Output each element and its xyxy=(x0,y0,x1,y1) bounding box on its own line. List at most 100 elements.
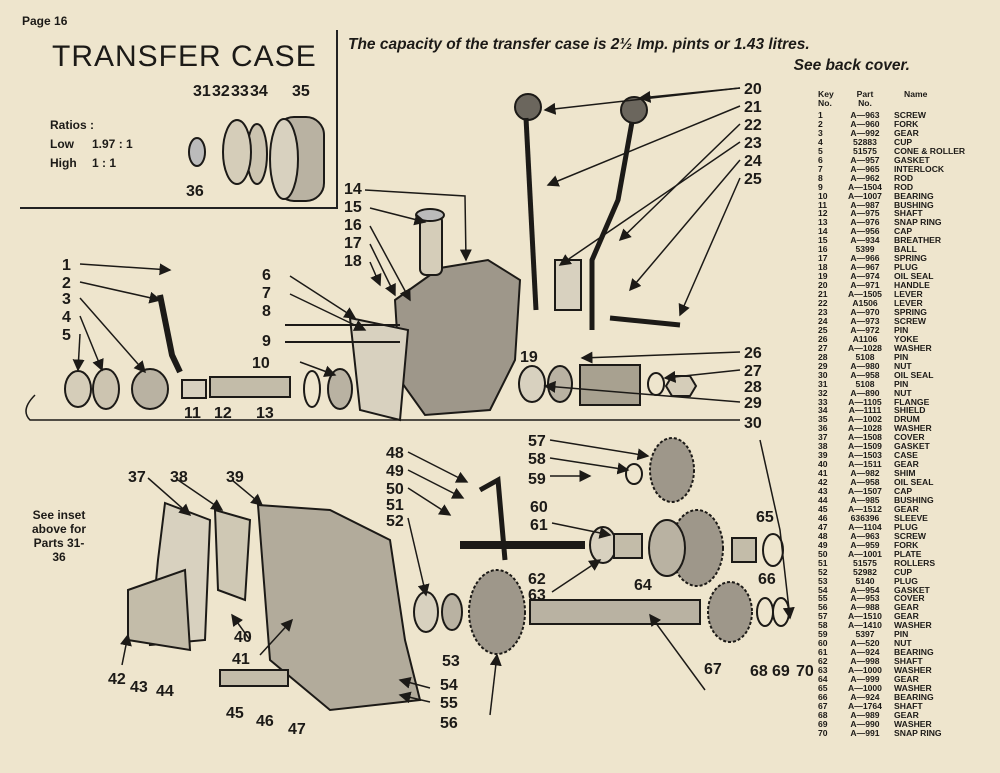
part-name: CONE & ROLLER xyxy=(894,145,966,156)
part-number: 636396 xyxy=(850,512,880,523)
part-number: A—1001 xyxy=(848,548,882,559)
part-key: 25 xyxy=(818,324,828,335)
part-name: NUT xyxy=(894,360,912,371)
part-number: A—1764 xyxy=(848,700,882,711)
callout-3: 3 xyxy=(62,291,71,308)
part-name: DRUM xyxy=(894,414,920,425)
part-number: A—972 xyxy=(850,324,880,335)
part-key: 49 xyxy=(818,539,828,550)
part-number: A—934 xyxy=(850,235,880,246)
callout-65: 65 xyxy=(756,509,774,526)
part-name: PLUG xyxy=(894,262,918,273)
part-name: SNAP RING xyxy=(894,217,942,228)
parts-header: Key No. Part No. Name xyxy=(818,90,994,108)
part-name: NUT xyxy=(894,638,912,649)
part-name: SPRING xyxy=(894,306,927,317)
part-number: A—991 xyxy=(850,727,880,738)
part-number: 51575 xyxy=(853,557,877,568)
callout-51: 51 xyxy=(386,497,404,514)
part-key: 15 xyxy=(818,235,828,246)
part-name: GEAR xyxy=(894,611,919,622)
callout-21: 21 xyxy=(744,99,762,116)
part-key: 21 xyxy=(818,289,828,300)
part-key: 28 xyxy=(818,351,828,362)
part-number: A—963 xyxy=(850,530,880,541)
part-number: A—954 xyxy=(850,584,880,595)
part-key: 7 xyxy=(818,163,823,174)
part-number: A—958 xyxy=(850,477,880,488)
part-name: SCREW xyxy=(894,315,926,326)
see-inset-note: See inset above for Parts 31-36 xyxy=(31,508,86,564)
part-key: 34 xyxy=(818,405,828,416)
part-key: 65 xyxy=(818,683,828,693)
part-name: BREATHER xyxy=(894,235,942,246)
part-name: PIN xyxy=(894,629,909,640)
part-number: A—890 xyxy=(850,387,880,398)
part-number: A—1028 xyxy=(848,342,882,353)
output-flange-row xyxy=(518,364,698,406)
part-key: 51 xyxy=(818,557,828,568)
part-number: A—985 xyxy=(850,494,880,505)
callout-57: 57 xyxy=(528,433,546,450)
part-name: OIL SEAL xyxy=(894,369,934,380)
header-key: Key No. xyxy=(818,89,834,108)
part-name: PIN xyxy=(894,378,909,389)
callout-1: 1 xyxy=(62,257,71,274)
part-key: 24 xyxy=(818,315,828,326)
part-number: A—971 xyxy=(850,280,880,291)
part-number: 5399 xyxy=(855,244,875,255)
part-name: WASHER xyxy=(894,683,932,693)
callout-63: 63 xyxy=(528,587,546,604)
part-key: 11 xyxy=(818,199,828,210)
part-name: BEARING xyxy=(894,647,934,658)
part-key: 12 xyxy=(818,208,828,219)
part-name: SLEEVE xyxy=(894,512,928,523)
part-number: A—1028 xyxy=(848,423,882,434)
callout-45: 45 xyxy=(226,705,244,722)
callout-35: 35 xyxy=(292,83,310,100)
part-number: A—990 xyxy=(850,718,880,729)
part-number: A—963 xyxy=(850,110,880,120)
callout-68: 68 xyxy=(750,663,768,680)
parts-row: 25 A—972 PIN xyxy=(818,324,994,335)
part-name: PLUG xyxy=(894,521,918,532)
part-name: ROD xyxy=(894,181,914,192)
part-key: 67 xyxy=(818,700,828,711)
callout-29: 29 xyxy=(744,395,762,412)
part-number: A—974 xyxy=(850,271,880,282)
part-name: PIN xyxy=(894,324,909,335)
part-number: A—956 xyxy=(850,226,880,237)
part-key: 29 xyxy=(818,360,828,371)
part-key: 43 xyxy=(818,486,828,497)
part-key: 8 xyxy=(818,172,823,183)
part-key: 38 xyxy=(818,441,828,452)
callout-2: 2 xyxy=(62,275,71,292)
ratios-heading: Ratios : xyxy=(50,118,95,132)
part-number: A—1105 xyxy=(848,396,882,407)
part-key: 6 xyxy=(818,154,823,165)
